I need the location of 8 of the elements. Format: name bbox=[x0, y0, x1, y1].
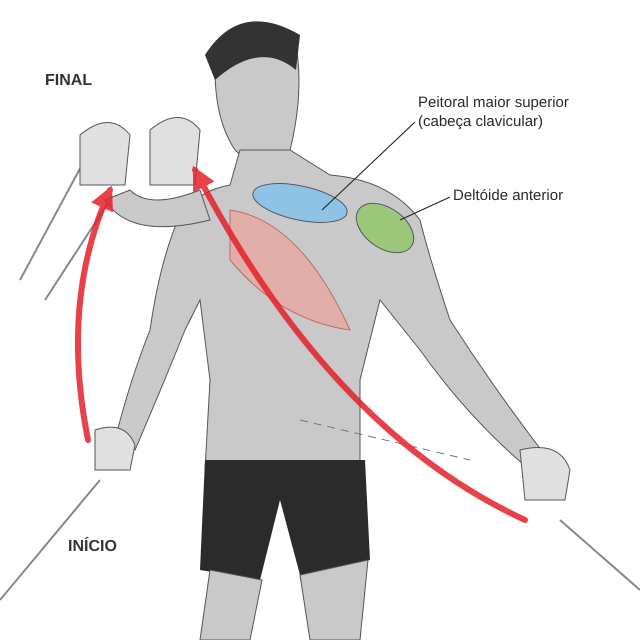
muscle-highlight bbox=[356, 202, 414, 254]
position-label: FINAL bbox=[45, 72, 92, 90]
muscle-highlight bbox=[252, 183, 348, 223]
leader-line bbox=[400, 196, 450, 220]
leader-line bbox=[322, 122, 416, 210]
position-label: INÍCIO bbox=[68, 538, 117, 556]
muscle-label: Peitoral maior superior (cabeça clavicular) bbox=[418, 93, 570, 131]
muscle-label: Deltóide anterior bbox=[453, 186, 564, 205]
